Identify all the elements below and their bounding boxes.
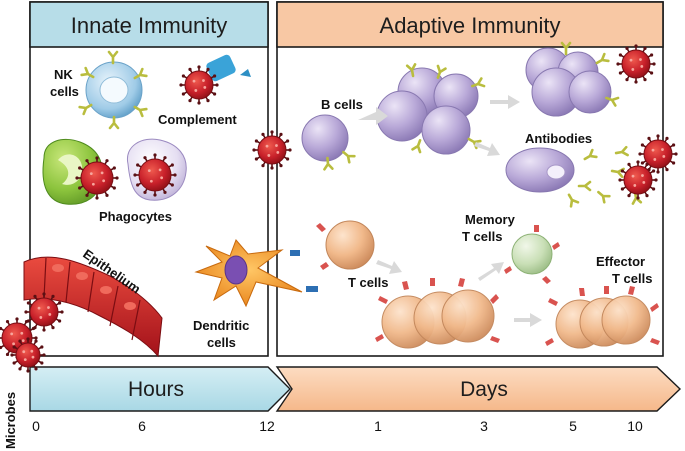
- plasma-cell: [505, 147, 575, 193]
- tick-label: 5: [569, 418, 577, 434]
- hours-arrow: Hours: [29, 366, 291, 412]
- dendritic-label-line1: Dendritic: [193, 318, 249, 333]
- time-ticks: 0 6 12 1 3 5 10: [32, 418, 643, 434]
- nk-label-line2: cells: [50, 84, 79, 99]
- memory-t-cell: [504, 225, 560, 284]
- t-cells-label: T cells: [348, 275, 388, 290]
- innate-header: [29, 1, 269, 48]
- b-cell-cluster-right: [525, 41, 620, 117]
- complement-illustration: [206, 54, 251, 82]
- microbe-icon: [179, 65, 219, 105]
- b-cell-naive: [301, 114, 356, 171]
- b-cells-label: B cells: [321, 97, 363, 112]
- microbe-icon: [618, 160, 658, 200]
- microbe-icon: [75, 156, 119, 200]
- microbe-icon: [10, 337, 46, 373]
- t-cell-naive: [316, 220, 375, 270]
- microbe-icon: [24, 292, 64, 332]
- effector-t-cell-cluster: [545, 286, 660, 349]
- effector-label-line2: T cells: [612, 271, 652, 286]
- tick-label: 0: [32, 418, 40, 434]
- nk-label-line1: NK: [54, 67, 73, 82]
- adaptive-panel: Adaptive Immunity: [276, 1, 664, 357]
- memory-label-line1: Memory: [465, 212, 516, 227]
- effector-label-line1: Effector: [596, 254, 645, 269]
- tick-label: 10: [627, 418, 643, 434]
- microbe-icon: [252, 130, 292, 170]
- microbes-label: Microbes: [3, 392, 18, 449]
- adaptive-title: Adaptive Immunity: [380, 13, 561, 38]
- t-cell-cluster: [375, 278, 500, 349]
- complement-label: Complement: [158, 112, 237, 127]
- nk-cell-illustration: [78, 50, 148, 130]
- microbe-icon: [616, 44, 656, 84]
- days-arrow: Days: [275, 366, 682, 412]
- microbes-group: [0, 44, 678, 373]
- b-cell-cluster: [376, 63, 486, 155]
- dendritic-label-line2: cells: [207, 335, 236, 350]
- microbe-icon: [133, 153, 177, 197]
- dendritic-cell-illustration: [194, 239, 318, 308]
- process-arrows: [358, 95, 542, 327]
- epithelium-illustration: [23, 256, 163, 358]
- phagocytes-label: Phagocytes: [99, 209, 172, 224]
- tick-label: 6: [138, 418, 146, 434]
- tick-label: 3: [480, 418, 488, 434]
- memory-label-line2: T cells: [462, 229, 502, 244]
- microbe-icon: [638, 134, 678, 174]
- hours-label: Hours: [128, 378, 184, 401]
- tick-label: 12: [259, 418, 275, 434]
- innate-panel: Innate Immunity: [29, 1, 269, 357]
- tick-label: 1: [374, 418, 382, 434]
- days-label: Days: [460, 378, 508, 401]
- innate-title: Innate Immunity: [71, 13, 228, 38]
- antibodies-label: Antibodies: [525, 131, 592, 146]
- adaptive-header: [276, 1, 664, 48]
